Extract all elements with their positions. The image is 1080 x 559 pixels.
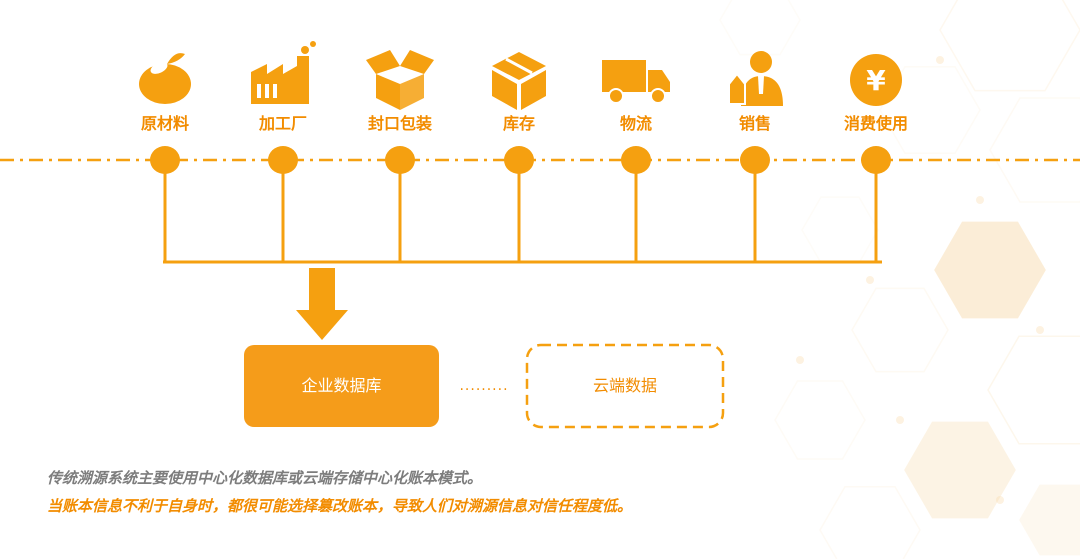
cloud-data-box: [525, 343, 725, 429]
stage-label: 加工厂: [258, 114, 307, 133]
background-node: [996, 496, 1004, 504]
stage-node: [150, 146, 180, 174]
stage-connectors: [163, 160, 878, 262]
enterprise-database-label: 企业数据库: [301, 376, 382, 395]
caption-line-2: 当账本信息不利于自身时，都很可能选择篡改账本，导致人们对溯源信息对信任程度低。: [47, 497, 633, 515]
stage-node: [621, 146, 651, 174]
background-hexagon: [904, 421, 1016, 519]
enterprise-database-box: [244, 345, 439, 427]
background-hexagon: [934, 221, 1046, 319]
background-hexagon: [1019, 484, 1080, 556]
stage-label: 销售: [738, 114, 771, 133]
stage-label: 消费使用: [843, 114, 908, 133]
svg-text:¥: ¥: [866, 64, 886, 97]
stage-label: 原材料: [140, 114, 189, 133]
background-hexagon: [987, 335, 1080, 445]
background-hexagon: [774, 380, 866, 460]
background-node: [936, 56, 944, 64]
background-hexagon: [819, 485, 921, 559]
stage-label: 物流: [619, 114, 652, 133]
bean-icon: [139, 53, 191, 104]
background-hexagon: [719, 0, 801, 56]
background-node: [796, 356, 804, 364]
stage-icons: ¥: [139, 41, 902, 110]
cloud-data-label: 云端数据: [592, 376, 657, 395]
stage-node: [861, 146, 891, 174]
stage-node: [385, 146, 415, 174]
background-hexagon: [851, 287, 949, 373]
package-icon: [492, 52, 546, 110]
stage-label: 库存: [502, 114, 535, 133]
background-hexagon: [989, 97, 1080, 203]
stage-node: [740, 146, 770, 174]
box-connector-dots: .........: [459, 378, 509, 394]
salesperson-icon: [728, 51, 783, 106]
background-node: [976, 196, 984, 204]
caption-line-1: 传统溯源系统主要使用中心化数据库或云端存储中心化账本模式。: [47, 469, 483, 487]
down-arrow-icon: [296, 268, 348, 340]
stage-nodes: [150, 146, 891, 174]
factory-icon: [251, 41, 316, 104]
background-hexagon: [879, 65, 981, 155]
background-node: [866, 276, 874, 284]
stage-node: [268, 146, 298, 174]
yen-coin-icon: ¥: [850, 54, 902, 106]
stage-label: 封口包装: [367, 114, 432, 133]
open-box-icon: [366, 50, 434, 110]
background-node: [1036, 326, 1044, 334]
background-hexagon: [939, 0, 1080, 92]
background-node: [896, 416, 904, 424]
truck-icon: [602, 60, 670, 104]
stage-node: [504, 146, 534, 174]
